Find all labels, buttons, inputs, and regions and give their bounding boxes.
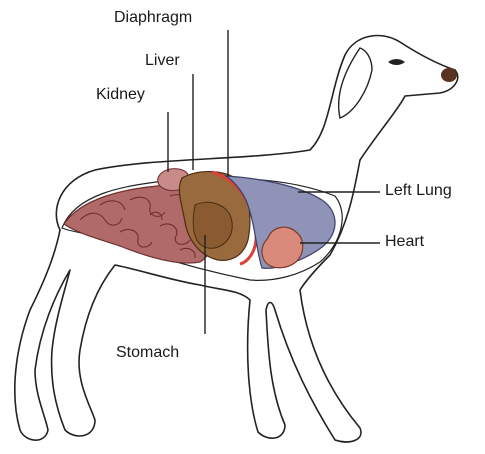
label-diaphragm: Diaphragm (114, 9, 192, 27)
label-liver: Liver (145, 52, 180, 70)
label-left-lung: Left Lung (385, 182, 452, 200)
dog-nose (441, 68, 457, 82)
label-kidney: Kidney (96, 86, 145, 104)
stomach (193, 202, 232, 248)
label-heart: Heart (385, 233, 424, 251)
label-stomach: Stomach (116, 344, 179, 362)
